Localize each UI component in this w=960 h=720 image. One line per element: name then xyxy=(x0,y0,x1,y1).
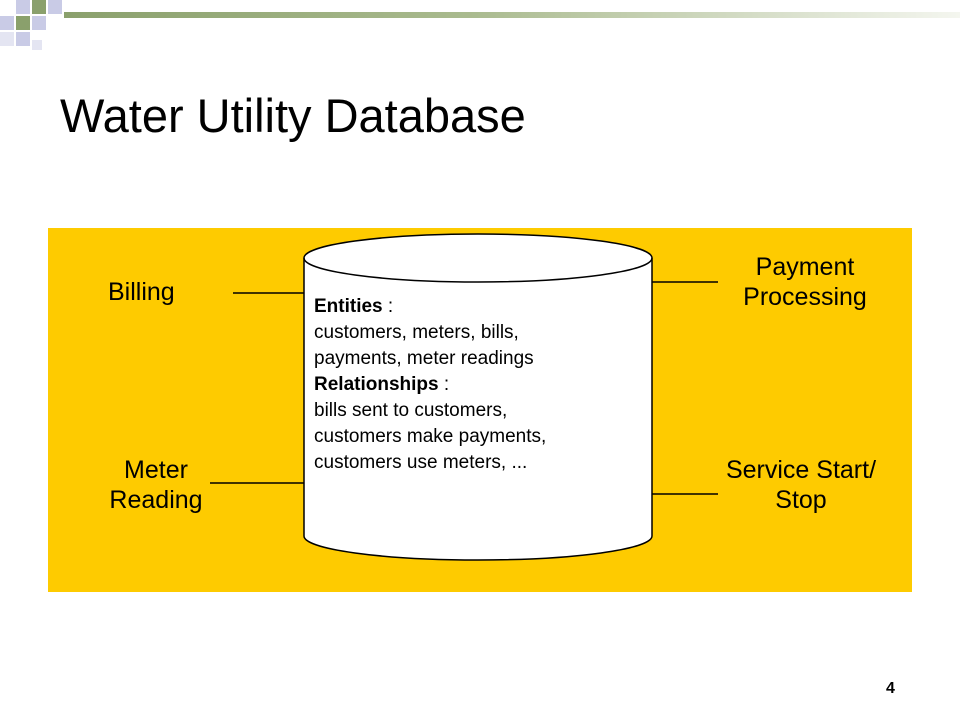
page-number: 4 xyxy=(886,680,895,697)
relationships-heading-line: Relationships : xyxy=(314,374,450,395)
label-billing: Billing xyxy=(108,278,175,306)
title-accent-bar xyxy=(64,12,960,18)
label-meter-reading: Meter Reading xyxy=(109,456,203,514)
slide-title: Water Utility Database xyxy=(60,89,526,142)
label-service-start-stop: Service Start/ Stop xyxy=(725,456,877,514)
database-contents: Entities : customers, meters, bills, pay… xyxy=(314,294,644,476)
entities-line-2: payments, meter readings xyxy=(314,348,534,369)
relationships-line-3: customers use meters, ... xyxy=(314,452,528,473)
label-payment-processing: Payment Processing xyxy=(743,253,867,311)
database-cylinder-top-rim xyxy=(303,257,653,283)
relationships-line-1: bills sent to customers, xyxy=(314,400,508,421)
relationships-line-2: customers make payments, xyxy=(314,426,547,447)
entities-line-1: customers, meters, bills, xyxy=(314,322,519,343)
database-cylinder xyxy=(303,233,653,561)
corner-decoration xyxy=(0,0,62,50)
entities-heading-line: Entities : xyxy=(314,296,394,317)
